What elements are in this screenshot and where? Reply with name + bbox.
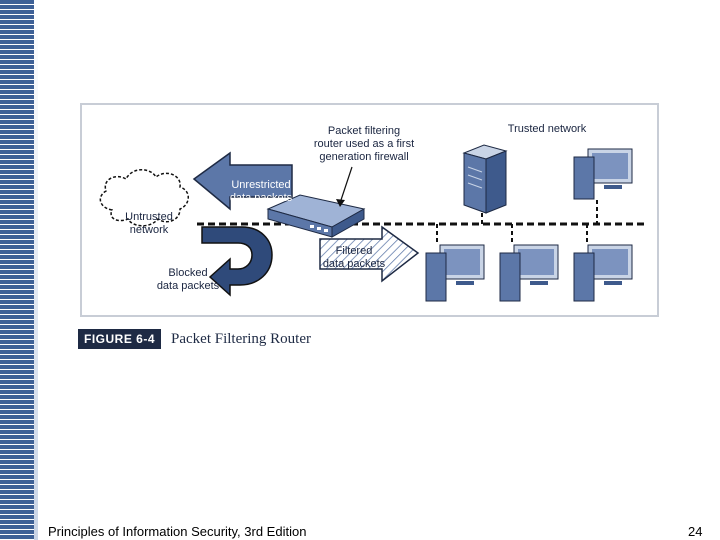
router-label: Packet filtering router used as a first … [313, 125, 415, 163]
untrusted-cloud [99, 169, 189, 227]
unrestricted-label: Unrestricted data packets [229, 179, 293, 204]
figure-diagram: Packet filtering router used as a first … [80, 103, 659, 317]
computer-icon [425, 244, 485, 302]
filtered-label: Filtered data packets [322, 245, 386, 270]
server-icon [462, 144, 508, 214]
filtered-arrow [319, 225, 420, 283]
trusted-network-label: Trusted network [507, 123, 587, 135]
blocked-label: Blocked data packets [156, 267, 220, 292]
computer-icon [573, 244, 633, 302]
figure-caption: FIGURE 6-4 Packet Filtering Router [78, 329, 311, 349]
computer-icon [573, 148, 633, 200]
footer-book-title: Principles of Information Security, 3rd … [48, 524, 307, 539]
page-number: 24 [688, 524, 703, 539]
untrusted-network-label: Untrusted network [125, 211, 173, 236]
figure-title: Packet Filtering Router [171, 330, 311, 347]
computer-icon [499, 244, 559, 302]
unrestricted-arrow [192, 151, 293, 211]
router-label-pointer [339, 166, 353, 204]
figure-number-badge: FIGURE 6-4 [78, 329, 162, 349]
side-stripe-decoration [0, 0, 38, 540]
router-icon [266, 194, 366, 238]
blocked-arrow [201, 226, 273, 297]
network-diagram [99, 144, 647, 302]
